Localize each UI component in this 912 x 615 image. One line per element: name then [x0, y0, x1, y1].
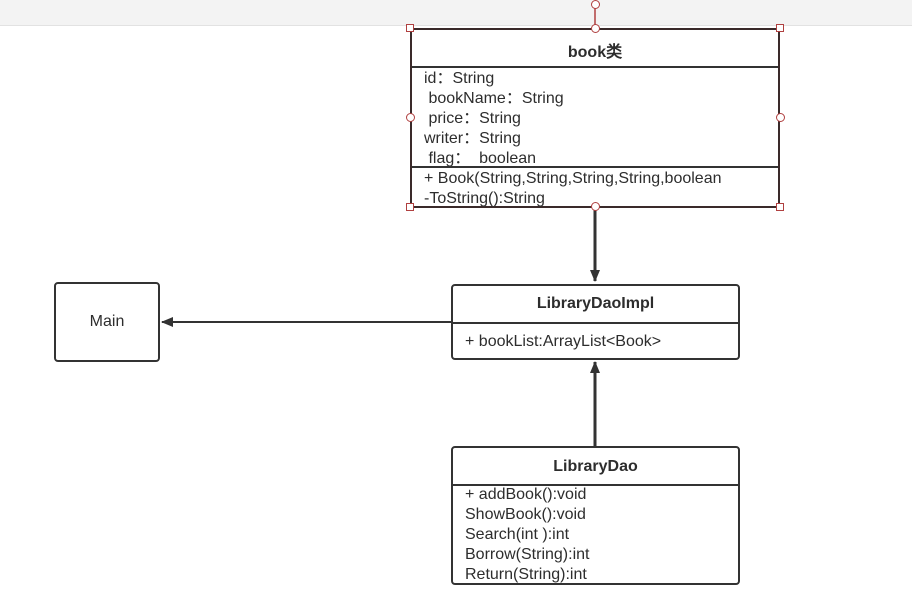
book-class-divider-2	[412, 166, 778, 168]
dao-class-divider	[453, 484, 738, 486]
resize-handle-se[interactable]	[776, 203, 784, 211]
impl-attr-booklist: + bookList:ArrayList<Book>	[465, 333, 662, 350]
book-attr-writer: writer：String	[424, 130, 521, 147]
book-attr-id: id：String	[424, 70, 495, 87]
main-box[interactable]: Main	[54, 282, 160, 362]
dao-method-return: Return(String):int	[465, 566, 587, 583]
book-class-divider-1	[412, 66, 778, 68]
dao-method-borrow: Borrow(String):int	[465, 546, 590, 563]
book-method-tostring: -ToString():String	[424, 190, 545, 207]
impl-class-divider	[453, 322, 738, 324]
resize-handle-ne[interactable]	[776, 24, 784, 32]
resize-handle-sw[interactable]	[406, 203, 414, 211]
connect-handle-top[interactable]	[591, 24, 600, 33]
connect-handle-left[interactable]	[406, 113, 415, 122]
connect-handle-bottom[interactable]	[591, 202, 600, 211]
book-attr-price: price：String	[424, 110, 521, 127]
book-class-box[interactable]: book类 id：String bookName：String price：St…	[410, 28, 780, 208]
library-dao-impl-box[interactable]: LibraryDaoImpl + bookList:ArrayList<Book…	[451, 284, 740, 360]
book-attr-bookname: bookName：String	[424, 90, 564, 107]
dao-class-title: LibraryDao	[553, 458, 638, 475]
book-class-title: book类	[567, 44, 623, 61]
dao-method-search: Search(int ):int	[465, 526, 570, 543]
book-method-constructor: + Book(String,String,String,String,boole…	[424, 170, 722, 187]
dao-method-showbook: ShowBook():void	[465, 506, 586, 523]
dao-method-addbook: + addBook():void	[465, 486, 587, 503]
main-label: Main	[89, 313, 125, 330]
connect-handle-right[interactable]	[776, 113, 785, 122]
book-attr-flag: flag： boolean	[424, 150, 537, 167]
library-dao-box[interactable]: LibraryDao + addBook():void ShowBook():v…	[451, 446, 740, 585]
canvas-top-bar	[0, 0, 912, 26]
rotate-handle[interactable]	[591, 0, 600, 9]
resize-handle-nw[interactable]	[406, 24, 414, 32]
impl-class-title: LibraryDaoImpl	[536, 295, 655, 312]
